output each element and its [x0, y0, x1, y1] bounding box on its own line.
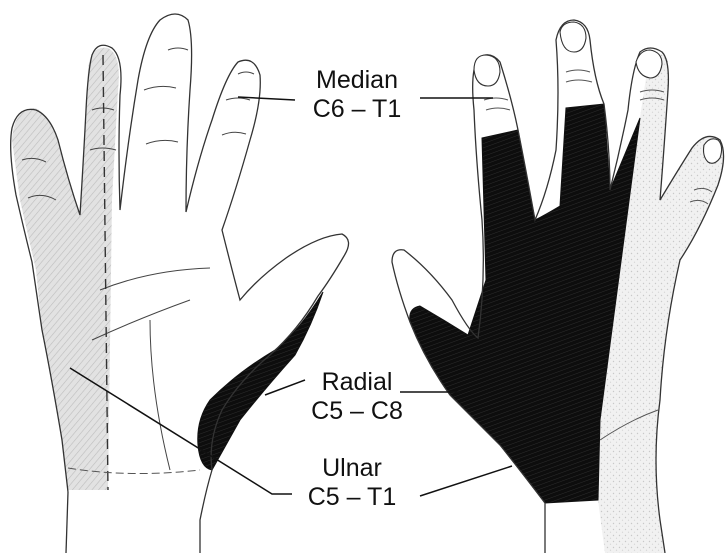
left-wrist-edge [66, 492, 68, 553]
leader-lines [70, 97, 512, 496]
median-nerve-label: Median C6 – T1 [287, 66, 427, 124]
radial-nerve-label: Radial C5 – C8 [287, 368, 427, 426]
median-name: Median [287, 66, 427, 95]
left-ulnar-region [12, 48, 119, 490]
radial-roots: C5 – C8 [287, 397, 427, 426]
ulnar-name: Ulnar [282, 454, 422, 483]
right-hand-dorsum [392, 20, 724, 553]
ulnar-nerve-label: Ulnar C5 – T1 [282, 454, 422, 512]
ulnar-leader-right [420, 466, 512, 496]
median-roots: C6 – T1 [287, 95, 427, 124]
ulnar-roots: C5 – T1 [282, 483, 422, 512]
radial-name: Radial [287, 368, 427, 397]
right-ulnar-region [598, 53, 724, 553]
